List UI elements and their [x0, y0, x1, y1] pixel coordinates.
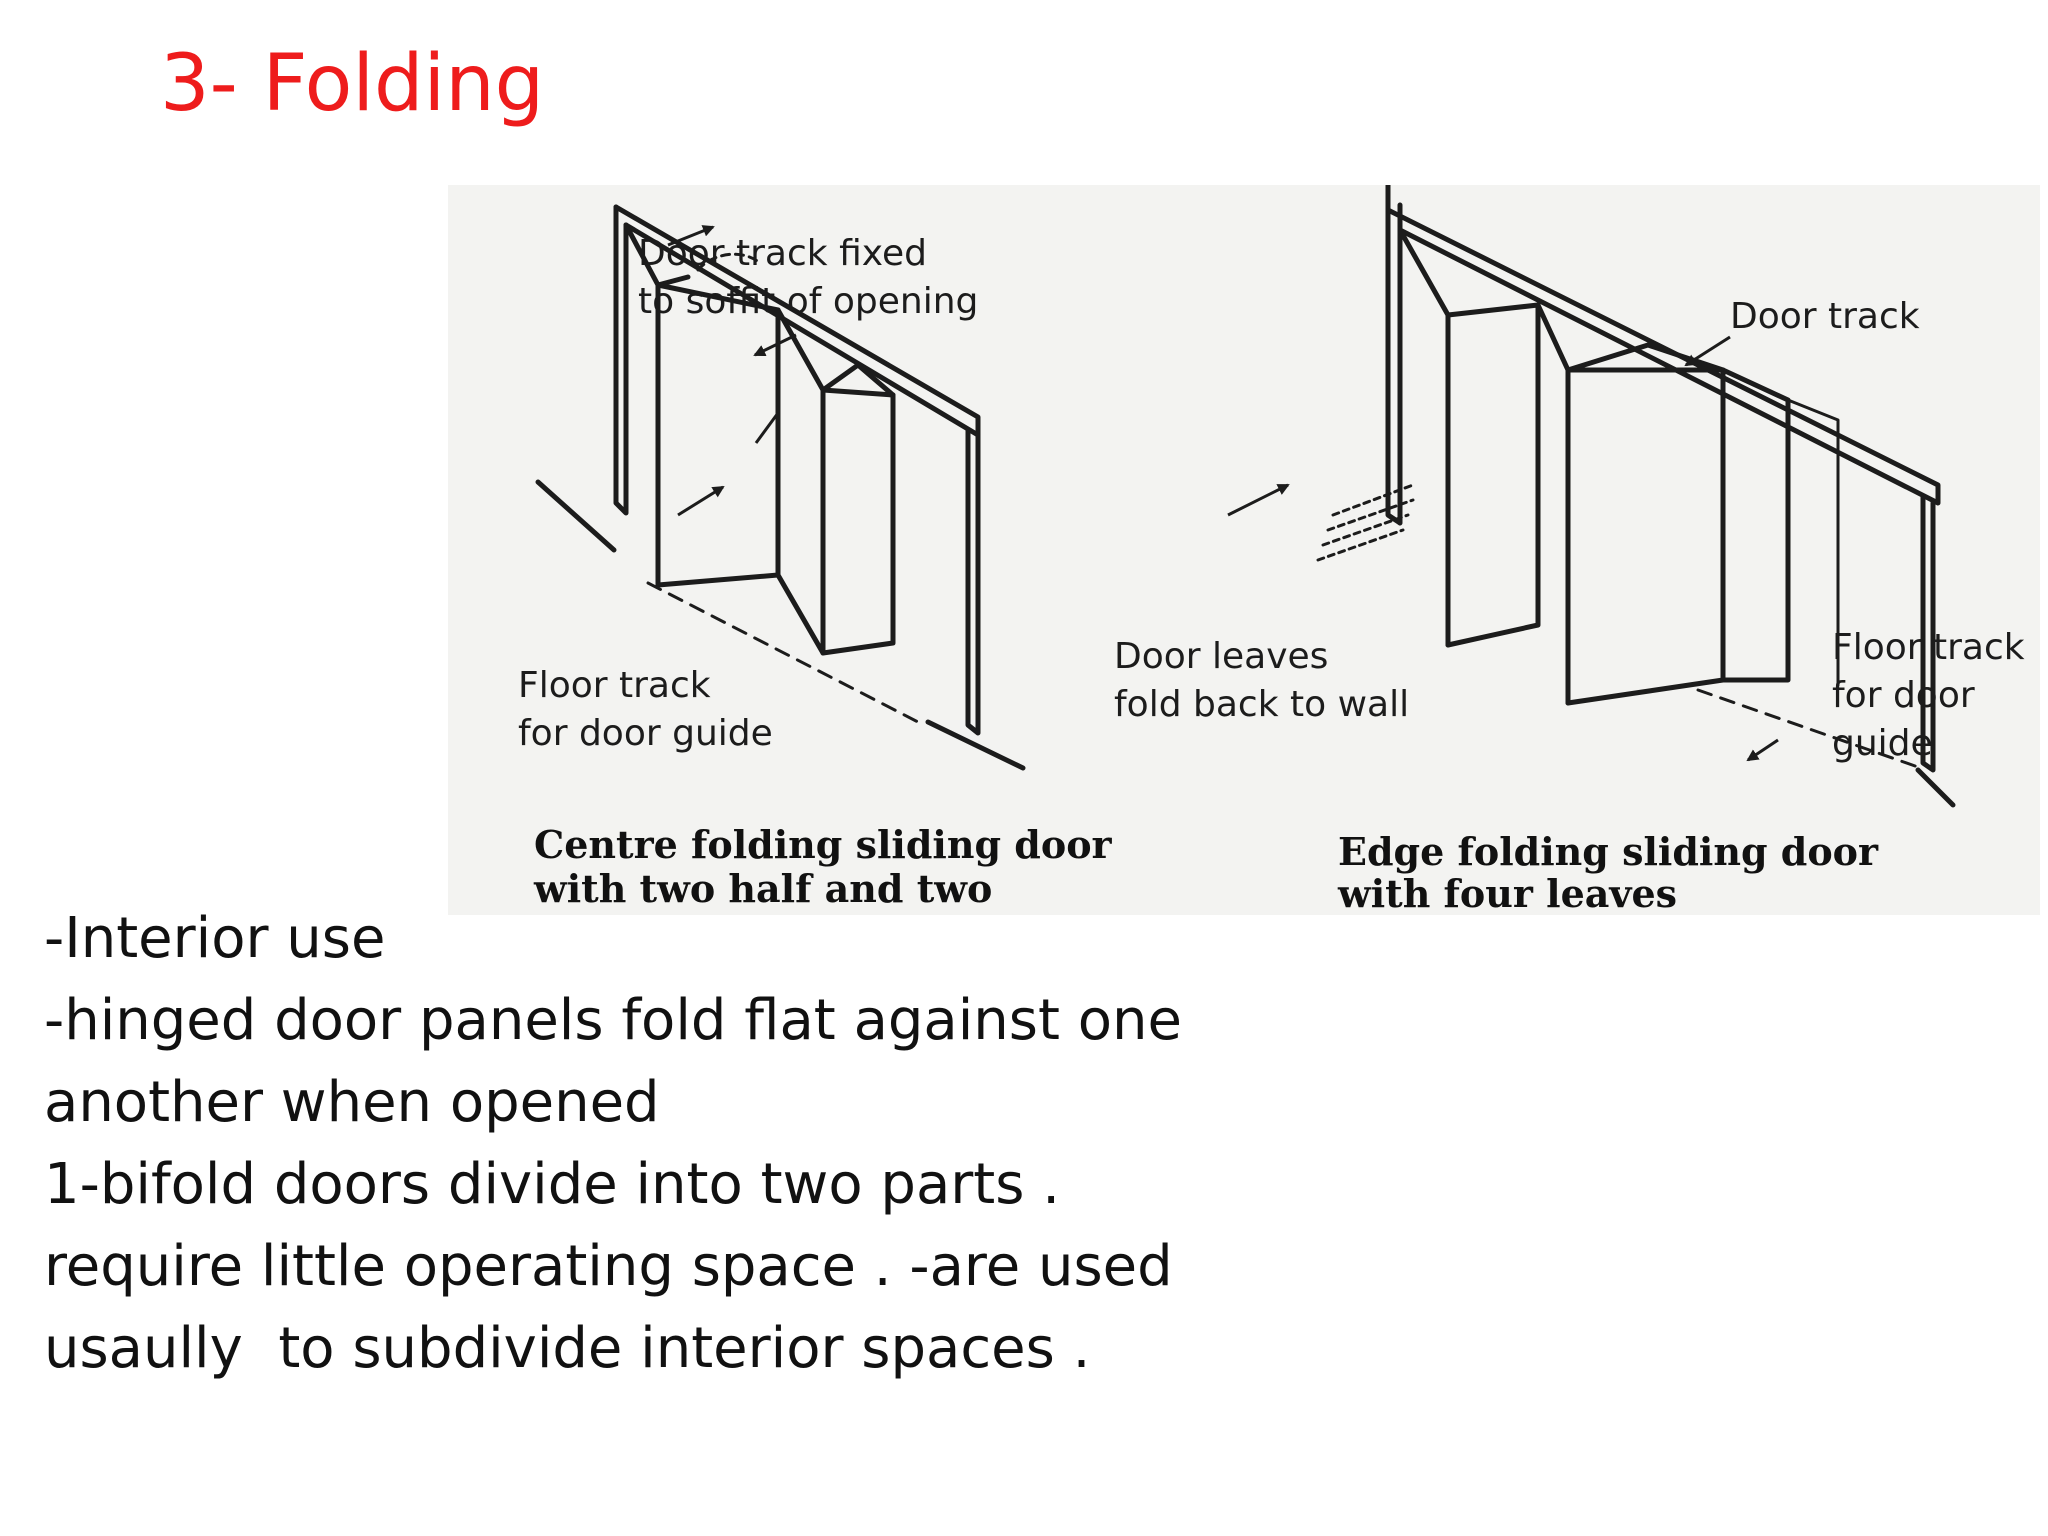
leaf-4	[820, 387, 896, 656]
arrow-floor-right	[1746, 738, 1779, 762]
edge-leaf-4-top	[1565, 342, 1726, 373]
centre-folding-door-drawing	[535, 204, 1026, 771]
label-door-leaves: Door leaves	[1114, 636, 1328, 677]
body-line: usaully to subdivide interior spaces .	[44, 1316, 1091, 1381]
arrow-soffit	[753, 333, 797, 357]
arrow-door-leaves	[1227, 483, 1290, 517]
arrow-track-left	[667, 225, 715, 247]
body-line: -Interior use	[44, 906, 386, 971]
caption-centre-folding-2: with two half and two	[533, 866, 992, 911]
caption-centre-folding: Centre folding sliding door	[534, 822, 1113, 867]
left-wall-line	[535, 479, 617, 553]
folding-door-diagram: Door track fixed to soffit of opening Fl…	[448, 185, 2040, 915]
caption-edge-folding: Edge folding sliding door	[1338, 829, 1879, 874]
label-door-guide-left: for door guide	[518, 713, 773, 754]
figure-background	[448, 185, 2040, 915]
left-jamb	[613, 204, 629, 516]
leaf-3	[775, 307, 826, 656]
edge-leaf-5	[1720, 367, 1791, 683]
floor-guide-track	[646, 581, 920, 724]
body-line: -hinged door panels fold flat against on…	[44, 988, 1182, 1053]
folding-door-figure: Door track fixed to soffit of opening Fl…	[448, 185, 2040, 915]
body-line: another when opened	[44, 1070, 660, 1135]
leaf-2	[655, 282, 781, 588]
body-line: require little operating space . -are us…	[44, 1234, 1173, 1299]
edge-floor-track	[1696, 688, 1920, 769]
label-floor-track-right: Floor track	[1832, 627, 2025, 668]
label-door-track-fixed: Door track fixed	[638, 233, 927, 274]
leader-track-left	[754, 412, 780, 444]
head-track	[613, 204, 981, 438]
label-soffit: to soffit of opening	[638, 281, 978, 322]
body-line: 1-bifold doors divide into two parts .	[44, 1152, 1061, 1217]
label-floor-track-left: Floor track	[518, 665, 711, 706]
right-jamb	[965, 428, 981, 736]
label-for-door-right: for door	[1832, 675, 1975, 716]
body-text: -Interior use -hinged door panels fold f…	[44, 898, 1264, 1390]
arrow-floor-left	[677, 485, 725, 517]
slide-title: 3- Folding	[160, 39, 545, 129]
label-door-track: Door track	[1730, 296, 1920, 337]
edge-folding-door-drawing	[1316, 185, 1956, 808]
leaf-4-top	[820, 362, 896, 398]
edge-leaf-2	[1445, 302, 1541, 648]
wall-post	[1385, 185, 1403, 526]
right-floor-line	[925, 719, 1026, 771]
label-guide-right: guide	[1832, 723, 1933, 764]
caption-edge-folding-2: with four leaves	[1337, 871, 1677, 915]
end-post	[1920, 494, 1936, 773]
end-floor-line	[1915, 767, 1956, 808]
arrow-door-track	[1684, 335, 1731, 367]
edge-leaf-4	[1565, 367, 1726, 706]
edge-leaf-6	[1786, 398, 1840, 687]
wall-hatch	[1316, 483, 1415, 562]
label-fold-back: fold back to wall	[1114, 684, 1409, 725]
swing-indicator	[696, 252, 762, 272]
